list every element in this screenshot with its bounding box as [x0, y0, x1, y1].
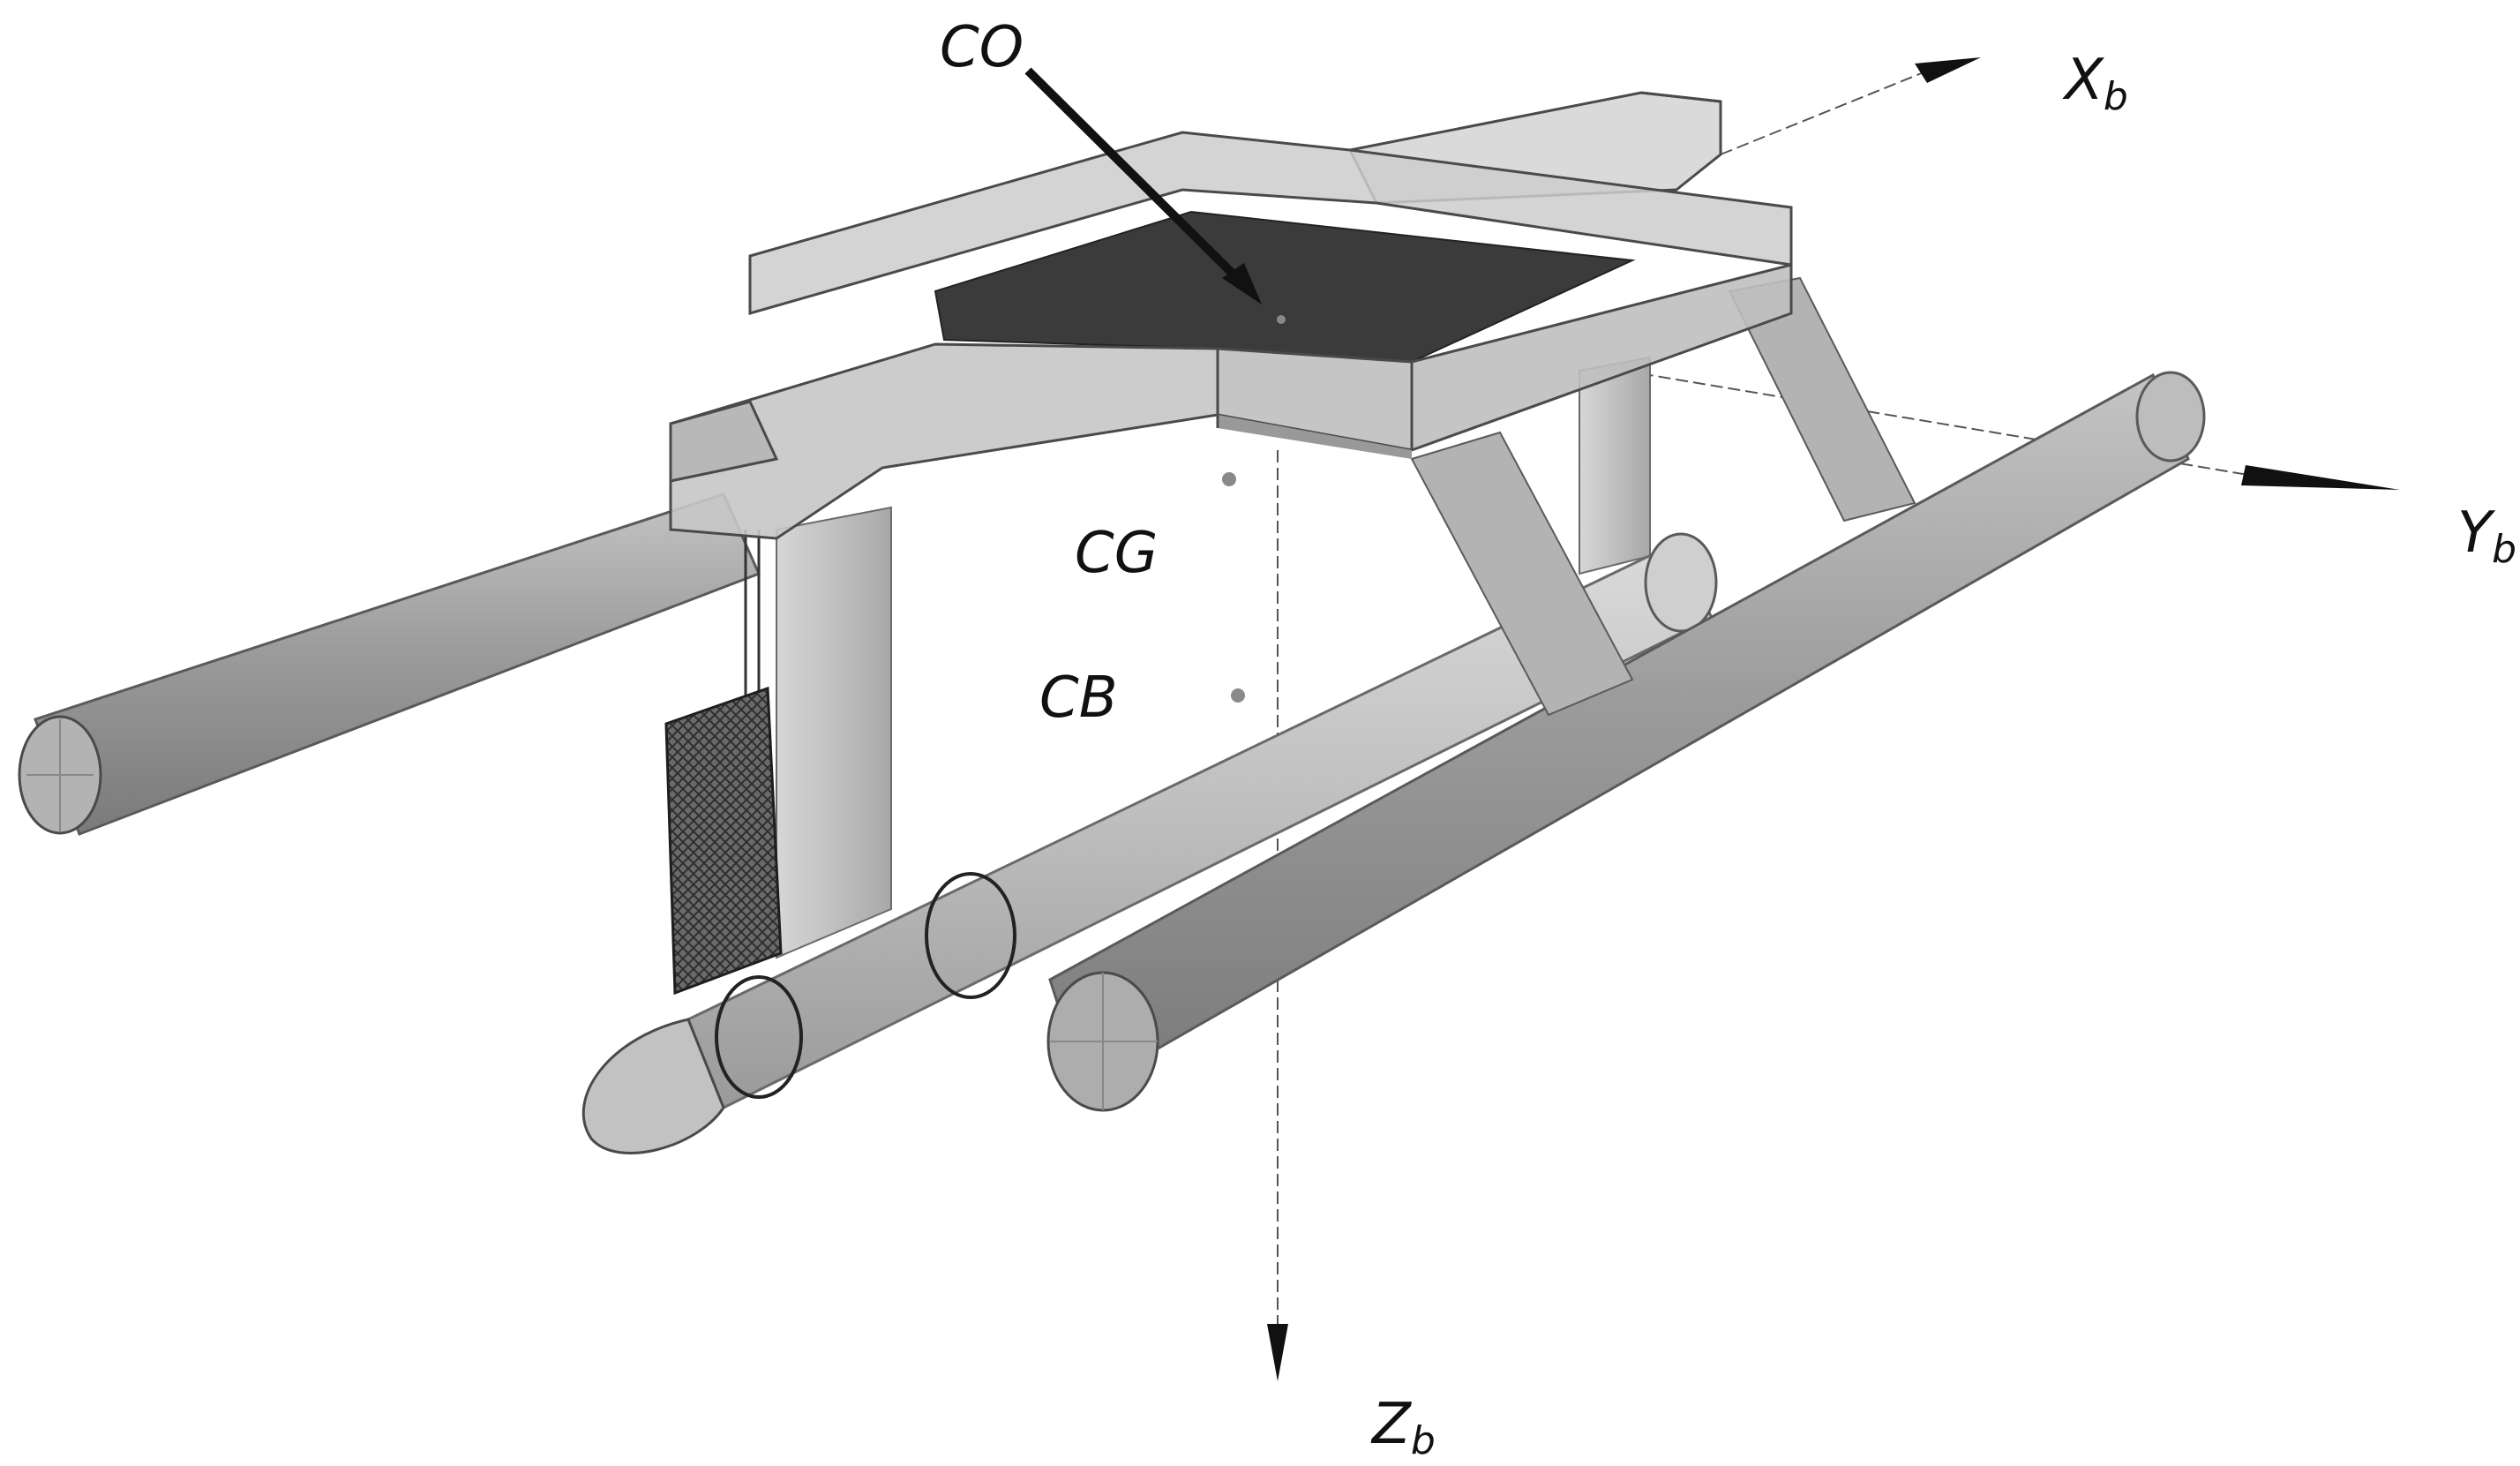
z-axis-label-sub: b: [1411, 1418, 1436, 1463]
central-hull: [581, 532, 1718, 1154]
co-label: CO: [940, 15, 1024, 80]
left-pontoon: [18, 492, 761, 836]
y-axis-label-main: Y: [2457, 500, 2496, 566]
z-axis-label-main: Z: [1370, 1392, 1412, 1457]
right-pontoon: [1046, 371, 2206, 1112]
x-axis: [1720, 57, 1981, 155]
rudder-panel: [664, 530, 783, 996]
front-diagonal-brace: [1410, 431, 1634, 717]
x-axis-label: Xb: [2062, 48, 2128, 119]
x-axis-label-sub: b: [2104, 74, 2128, 119]
z-axis-arrowhead: [1267, 1324, 1288, 1381]
y-axis-arrowhead: [2241, 465, 2400, 490]
cb-label: CB: [1039, 665, 1118, 731]
co-pointer-arrow: [1024, 67, 1286, 324]
cb-point: [1231, 688, 1245, 703]
rear-vertical-leg: [1579, 356, 1651, 575]
x-axis-arrowhead: [1915, 57, 1981, 83]
top-frame: [669, 91, 1793, 540]
x-axis-label-main: X: [2062, 48, 2104, 113]
y-axis-label-sub: b: [2492, 527, 2516, 572]
z-axis-label: Zb: [1370, 1392, 1436, 1463]
z-axis: [1267, 450, 1288, 1381]
co-point: [1277, 315, 1286, 324]
cg-label: CG: [1075, 521, 1158, 586]
y-axis-label: Yb: [2457, 500, 2516, 572]
left-vertical-leg: [776, 506, 892, 959]
cg-point: [1222, 472, 1236, 486]
